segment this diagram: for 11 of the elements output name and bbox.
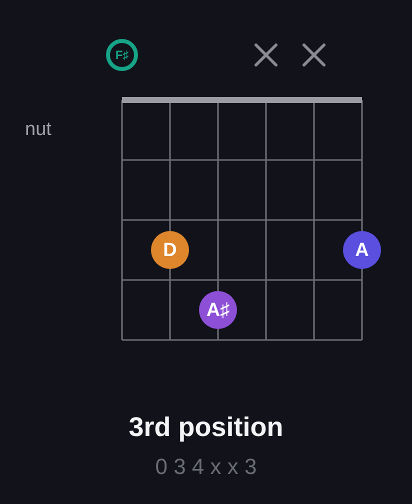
note-name: A [355, 240, 369, 260]
chord-title: 3rd position [128, 412, 284, 442]
note-name: A♯ [206, 300, 230, 320]
open-string-ring [106, 39, 138, 71]
note-dot [199, 291, 237, 329]
note-dot [151, 231, 189, 269]
note-name: D [163, 240, 177, 260]
nut-label: nut [25, 119, 52, 140]
fingering-label: 0 3 4 x x 3 [155, 454, 257, 479]
note-name: F♯ [115, 49, 129, 61]
note-dot [343, 231, 381, 269]
